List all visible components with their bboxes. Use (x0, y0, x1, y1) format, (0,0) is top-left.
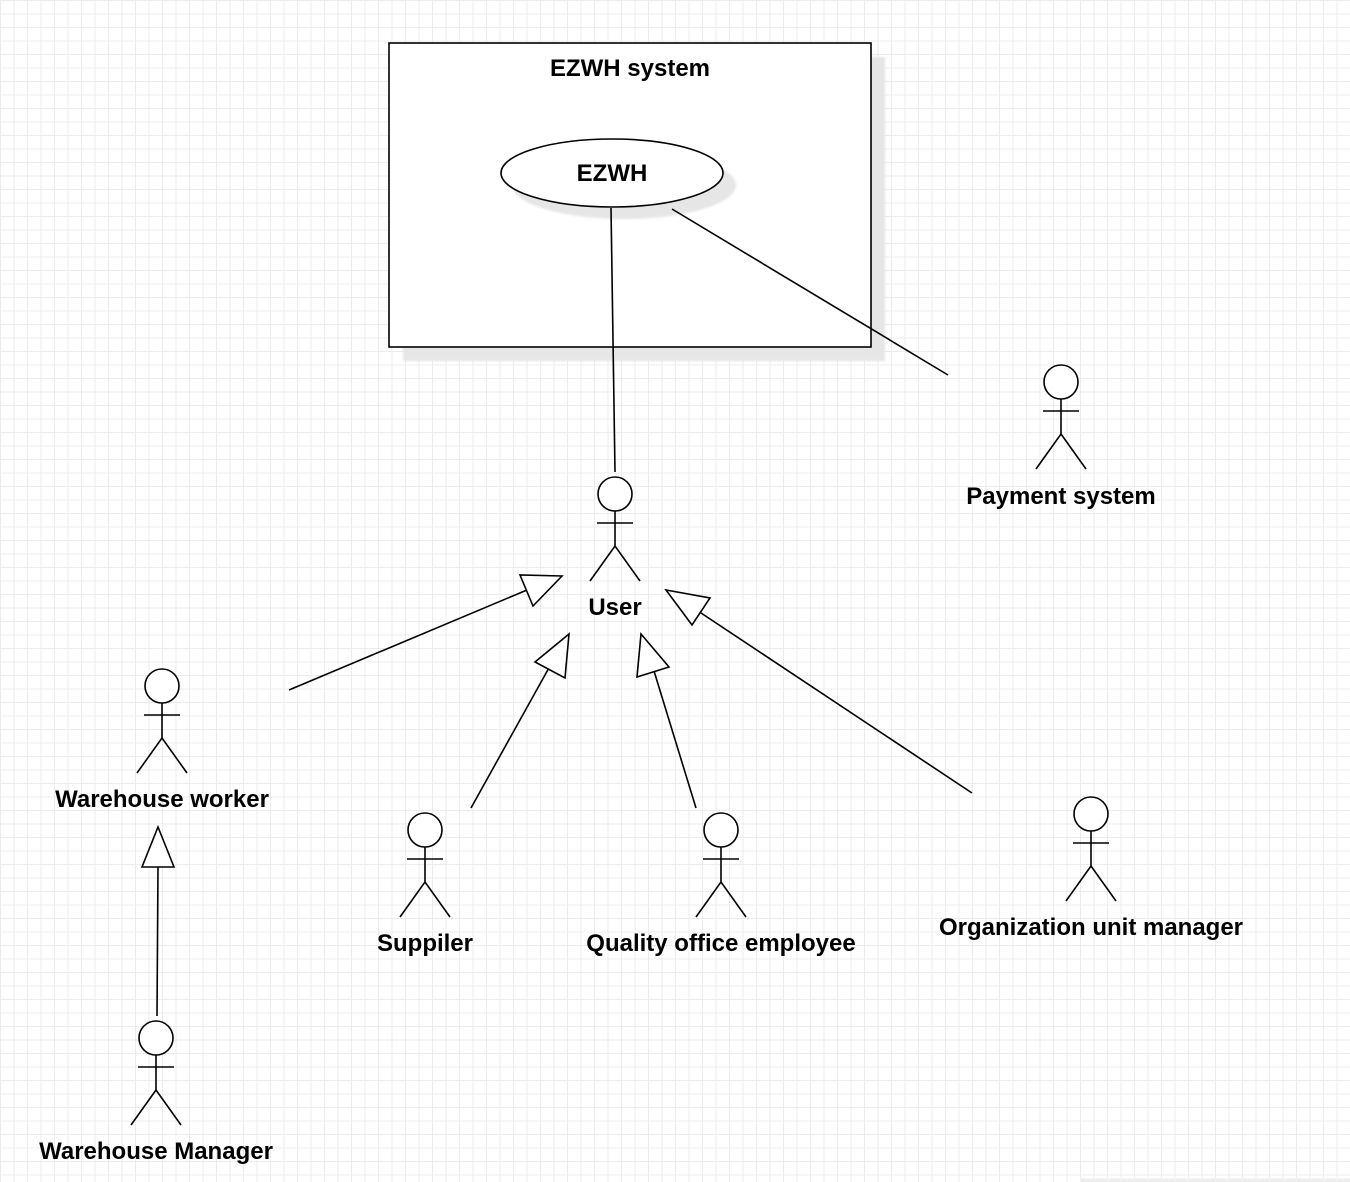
actor-warehouse-worker[interactable]: Warehouse worker (55, 668, 269, 813)
actor-legs (589, 544, 641, 582)
actor-head-icon (597, 476, 633, 512)
generalization-line (653, 670, 697, 809)
actor-legs (136, 736, 188, 774)
generalization-quality-to-user[interactable] (636, 632, 697, 809)
actor-label: Warehouse worker (55, 786, 269, 813)
generalization-line (697, 610, 973, 794)
generalization-org-manager-to-user[interactable] (664, 588, 973, 794)
actor-label: Organization unit manager (939, 914, 1243, 941)
generalization-arrowhead (664, 588, 712, 627)
actor-head-icon (1073, 796, 1109, 832)
association-user-ezwh[interactable] (610, 207, 616, 473)
actor-legs (399, 880, 451, 918)
actor-legs (130, 1088, 182, 1126)
actor-head-icon (138, 1020, 174, 1056)
actor-label: Quality office employee (586, 930, 855, 957)
generalization-arrowhead (140, 824, 176, 868)
actor-supplier[interactable]: Suppiler (377, 812, 473, 957)
generalization-manager-to-worker[interactable] (140, 824, 176, 1017)
actor-legs (1065, 864, 1117, 902)
generalization-line (156, 865, 159, 1017)
generalization-arrowhead (636, 632, 671, 679)
actor-head-icon (144, 668, 180, 704)
actor-organization-unit-manager[interactable]: Organization unit manager (939, 796, 1243, 941)
page-edge-shadow (1080, 1178, 1350, 1182)
generalization-arrowhead (518, 574, 564, 608)
use-case-ezwh[interactable]: EZWH (500, 138, 736, 219)
use-case-label: EZWH (577, 160, 648, 187)
actor-head-icon (703, 812, 739, 848)
actor-quality-office-employee[interactable]: Quality office employee (586, 812, 856, 957)
actor-warehouse-manager[interactable]: Warehouse Manager (39, 1020, 273, 1165)
actor-payment-system[interactable]: Payment system (966, 364, 1156, 510)
system-boundary-title: EZWH system (550, 55, 710, 82)
actor-label: Payment system (966, 483, 1155, 510)
actor-label: Warehouse Manager (39, 1138, 273, 1165)
actor-label: User (588, 594, 641, 621)
generalization-line (470, 665, 551, 809)
actor-legs (1035, 432, 1087, 470)
generalization-supplier-to-user[interactable] (470, 632, 570, 809)
actor-label: Suppiler (377, 930, 473, 957)
generalization-warehouse-worker-to-user[interactable] (288, 574, 564, 691)
association-payment-ezwh[interactable] (671, 208, 949, 376)
actor-user[interactable]: User (588, 476, 642, 621)
actor-head-icon (407, 812, 443, 848)
actor-head-icon (1043, 364, 1079, 400)
generalization-line (288, 589, 528, 691)
use-case-ellipse[interactable] (500, 138, 724, 208)
actor-legs (695, 880, 747, 918)
generalization-arrowhead (533, 632, 570, 680)
